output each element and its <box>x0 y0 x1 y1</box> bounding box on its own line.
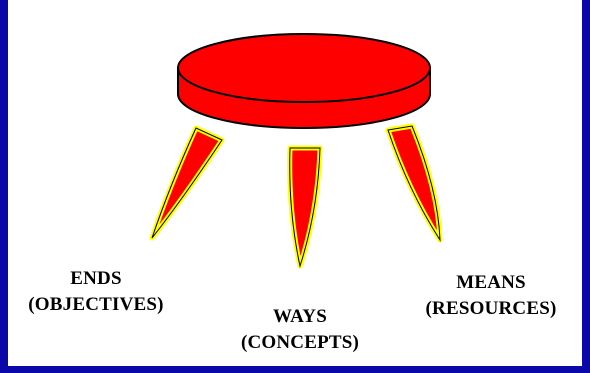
label-ends: ENDS (OBJECTIVES) <box>0 266 192 318</box>
label-ways-subtitle: (CONCEPTS) <box>214 330 386 356</box>
label-ends-title: ENDS <box>0 266 192 292</box>
label-ways-title: WAYS <box>214 304 386 330</box>
stool-seat-top <box>178 34 430 102</box>
label-ends-subtitle: (OBJECTIVES) <box>0 292 192 318</box>
leg-means <box>388 126 440 240</box>
label-means: MEANS (RESOURCES) <box>398 270 584 322</box>
label-means-subtitle: (RESOURCES) <box>398 296 584 322</box>
label-means-title: MEANS <box>398 270 584 296</box>
leg-ends <box>152 128 222 238</box>
label-ways: WAYS (CONCEPTS) <box>214 304 386 356</box>
